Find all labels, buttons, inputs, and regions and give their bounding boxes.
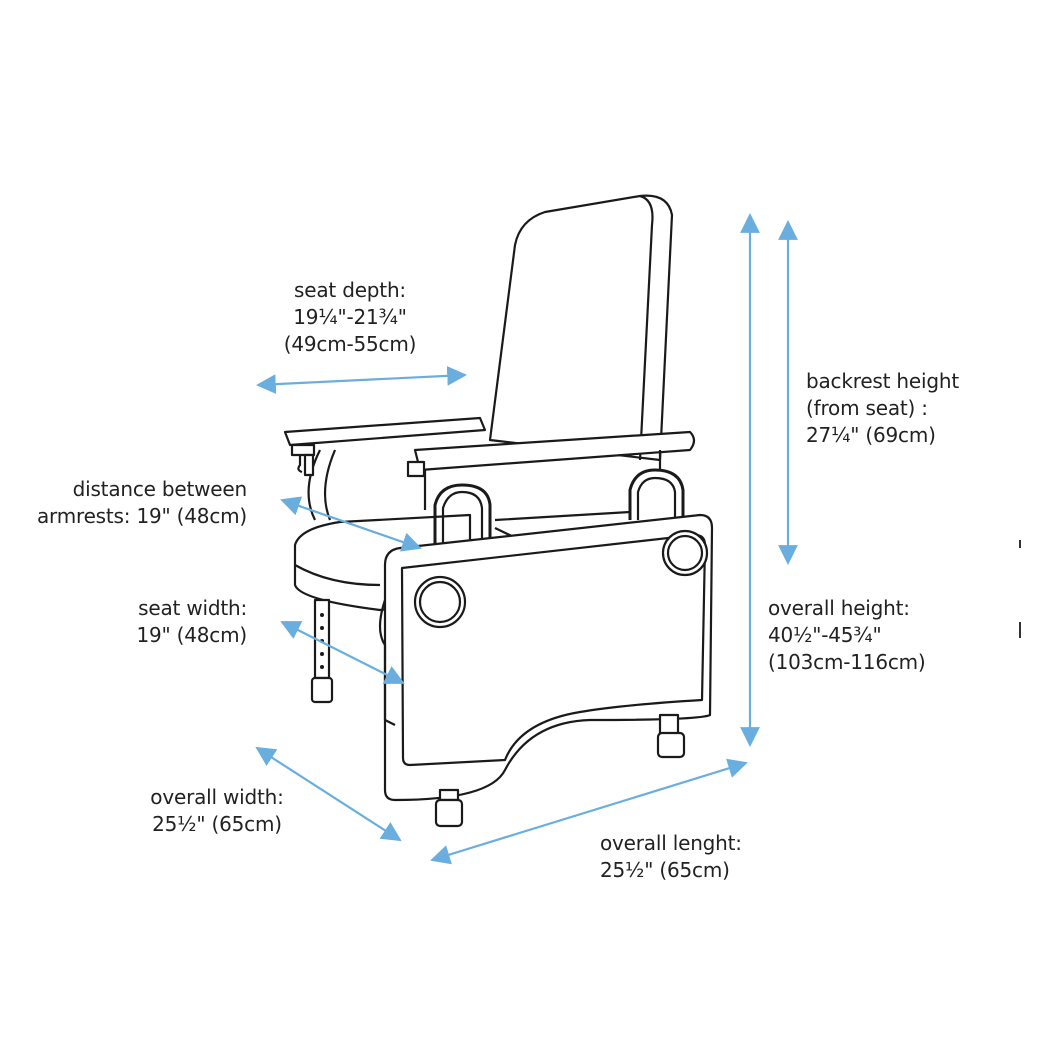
overall-height-cm: (103cm-116cm)	[768, 650, 926, 674]
backrest	[488, 194, 674, 462]
armrest-distance-value: armrests: 19" (48cm)	[36, 504, 247, 528]
seat-depth-arrow	[256, 365, 467, 395]
overall-width-value: 25½" (65cm)	[152, 812, 282, 836]
armrest-distance-title: distance between	[72, 477, 248, 501]
seat-width-title: seat width:	[138, 596, 247, 620]
overall-length-title: overall lenght:	[600, 831, 742, 855]
seat-depth-cm: (49cm-55cm)	[283, 332, 417, 356]
dimension-arrows	[255, 213, 798, 865]
right-armrest	[413, 430, 696, 472]
overall-width-label: overall width: 25½" (65cm)	[117, 784, 317, 838]
seat-width-value: 19" (48cm)	[136, 623, 247, 647]
backrest-height-value: 27¼" (69cm)	[806, 423, 936, 447]
seat-depth-label: seat depth: 19¼"-21¾" (49cm-55cm)	[250, 277, 450, 358]
overall-height-inches: 40½"-45¾"	[768, 623, 882, 647]
backrest-height-sub: (from seat) :	[806, 396, 928, 420]
backrest-height-title: backrest height	[806, 369, 959, 393]
left-armrest	[283, 416, 487, 447]
overall-length-arrow	[430, 758, 748, 865]
overall-length-label: overall lenght: 25½" (65cm)	[600, 830, 742, 884]
chair-illustration	[283, 194, 714, 828]
overall-width-title: overall width:	[150, 785, 284, 809]
right-cup-holder	[661, 529, 709, 577]
backrest-height-label: backrest height (from seat) : 27¼" (69cm…	[806, 368, 959, 449]
left-cup-holder	[413, 575, 467, 629]
overall-width-arrow	[255, 746, 402, 842]
overall-height-title: overall height:	[768, 596, 910, 620]
overall-height-label: overall height: 40½"-45¾" (103cm-116cm)	[768, 595, 926, 676]
overall-length-value: 25½" (65cm)	[600, 858, 730, 882]
seat-depth-inches: 19¼"-21¾"	[293, 305, 407, 329]
seat-width-arrow	[280, 621, 405, 684]
seat-depth-title: seat depth:	[294, 278, 406, 302]
armrest-distance-label: distance between armrests: 19" (48cm)	[0, 476, 247, 530]
seat-width-label: seat width: 19" (48cm)	[0, 595, 247, 649]
armrest-distance-arrow	[280, 496, 422, 552]
